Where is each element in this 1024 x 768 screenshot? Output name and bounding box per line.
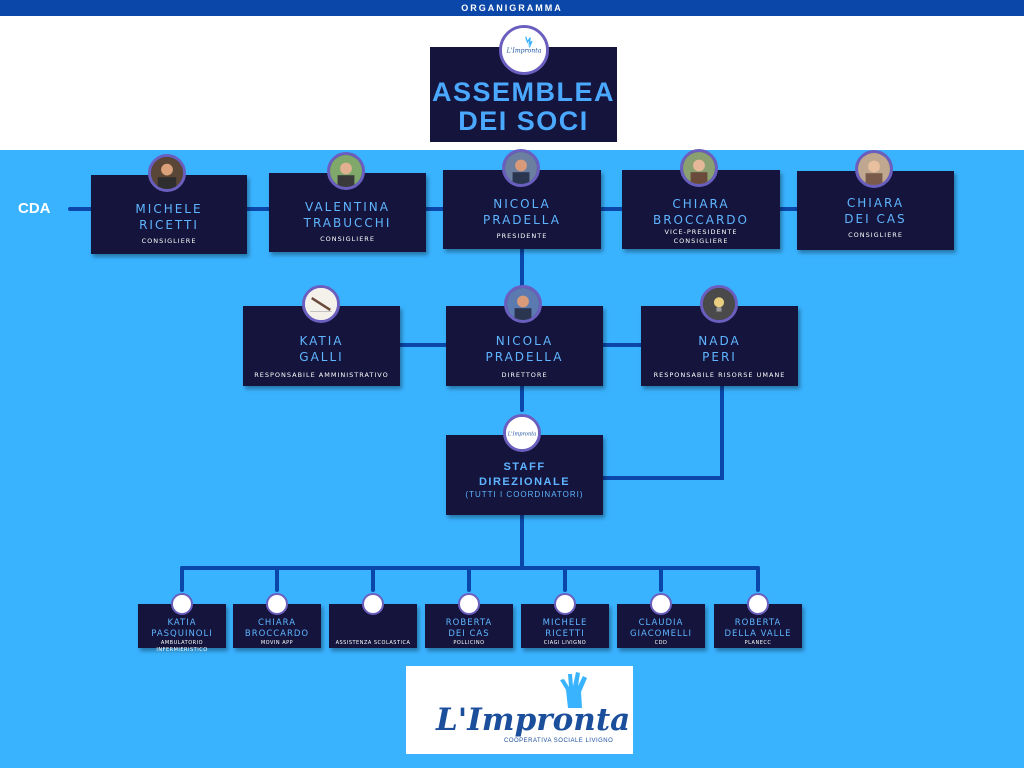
service-role: CIAGI LIVIGNO — [543, 640, 587, 646]
member-role: CONSIGLIERE — [141, 237, 197, 245]
member-role: CONSIGLIERE — [848, 231, 903, 239]
member-name: KATIA GALLI — [299, 334, 344, 364]
service-name: ROBERTA DEI CAS — [445, 618, 493, 639]
impronta-logo-icon: L'Impronta — [499, 25, 549, 75]
pen-icon — [302, 285, 340, 323]
service-role: POLLICINO — [453, 640, 485, 646]
member-name: MICHELE RICETTI — [135, 202, 203, 232]
staff-title: STAFF DIREZIONALE — [478, 461, 571, 488]
member-role: RESPONSABILE AMMINISTRATIVO — [254, 371, 389, 379]
service-role: ASSISTENZA SCOLASTICA — [335, 640, 411, 646]
member-name: VALENTINA TRABUCCHI — [303, 200, 392, 230]
impronta-brand-logo: L'Impronta COOPERATIVA SOCIALE LIVIGNO — [406, 666, 633, 754]
service-logo-icon — [747, 593, 769, 615]
service-role: CDD — [654, 640, 668, 646]
service-logo-icon — [554, 593, 576, 615]
member-name: NADA PERI — [698, 334, 741, 364]
brand-subtitle: COOPERATIVA SOCIALE LIVIGNO — [504, 738, 614, 744]
service-name: CLAUDIA GIACOMELLI — [629, 618, 693, 639]
service-card: CLAUDIA GIACOMELLI CDD — [617, 604, 705, 648]
impronta-logo-icon: L'Impronta — [503, 414, 541, 452]
hand-icon — [560, 672, 587, 708]
service-logo-icon — [171, 593, 193, 615]
avatar — [504, 285, 542, 323]
service-name: ROBERTA DELLA VALLE — [724, 618, 792, 639]
service-name: MICHELE RICETTI — [542, 618, 588, 639]
service-logo-icon — [458, 593, 480, 615]
service-name: KATIA PASQUINOLI — [151, 618, 213, 639]
avatar — [148, 154, 186, 192]
avatar — [855, 150, 893, 188]
small-logo-text: L'Impronta — [506, 48, 542, 55]
member-role: RESPONSABILE RISORSE UMANE — [653, 371, 786, 379]
member-name: CHIARA DEI CAS — [844, 196, 907, 226]
avatar — [327, 152, 365, 190]
member-role: VICE-PRESIDENTE CONSIGLIERE — [664, 228, 738, 245]
service-logo-icon — [362, 593, 384, 615]
service-role: MOVIN APP — [260, 640, 294, 646]
member-role: DIRETTORE — [501, 371, 548, 379]
avatar — [502, 149, 540, 187]
service-name: CHIARA BROCCARDO — [244, 618, 310, 639]
member-name: CHIARA BROCCARDO — [652, 197, 749, 227]
member-name: NICOLA PRADELLA — [483, 197, 561, 227]
service-role: PLANECC — [744, 640, 772, 646]
brand-logo-text: L'Impronta — [436, 702, 631, 738]
page-header: ORGANIGRAMMA — [0, 0, 1024, 16]
service-role: AMBULATORIO INFERMIERISTICO — [156, 640, 208, 653]
member-name: NICOLA PRADELLA — [485, 334, 564, 364]
staff-subtitle: (TUTTI I COORDINATORI) — [465, 490, 584, 499]
avatar — [680, 149, 718, 187]
service-logo-icon — [650, 593, 672, 615]
member-role: PRESIDENTE — [496, 232, 548, 240]
lightbulb-icon — [700, 285, 738, 323]
page-title: ORGANIGRAMMA — [461, 3, 563, 13]
cda-label: CDA — [18, 200, 51, 217]
member-role: CONSIGLIERE — [320, 235, 375, 243]
service-logo-icon — [266, 593, 288, 615]
assemblea-title: ASSEMBLEA DEI SOCI — [431, 77, 615, 136]
svg-text:L'Impronta: L'Impronta — [507, 432, 537, 438]
